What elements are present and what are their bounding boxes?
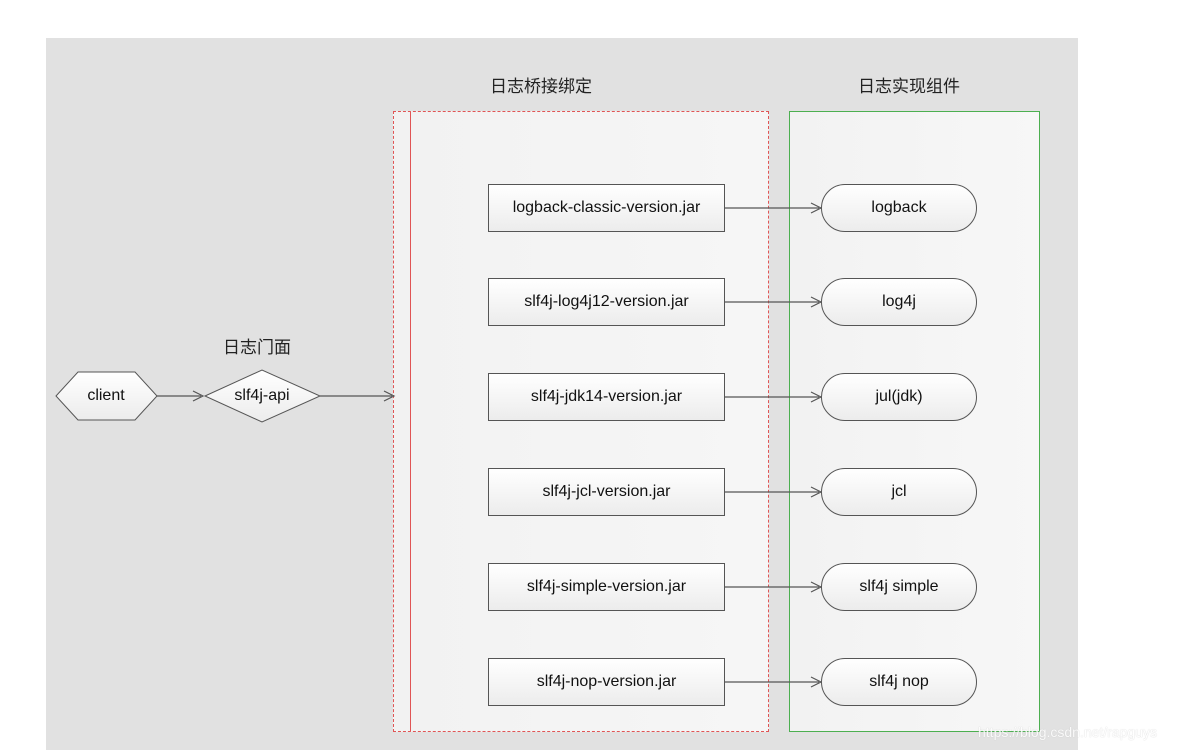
bridge-jar: logback-classic-version.jar	[488, 184, 725, 232]
api-node: slf4j-api	[234, 387, 290, 404]
bridge-jar: slf4j-log4j12-version.jar	[488, 278, 725, 326]
heading-facade: 日志门面	[223, 338, 291, 357]
client-node: client	[87, 387, 125, 404]
arrow-bridge-to-impl	[725, 581, 823, 593]
arrow-bridge-to-impl	[725, 391, 823, 403]
bridge-jar: slf4j-simple-version.jar	[488, 563, 725, 611]
impl-node: slf4j nop	[821, 658, 977, 706]
arrow-bridge-to-impl	[725, 676, 823, 688]
arrow-bridge-to-impl	[725, 202, 823, 214]
impl-node: jcl	[821, 468, 977, 516]
arrow-bridge-to-impl	[725, 296, 823, 308]
bridge-jar: slf4j-nop-version.jar	[488, 658, 725, 706]
bridge-panel-divider	[410, 112, 411, 731]
arrow-bridge-to-impl	[725, 486, 823, 498]
bridge-jar: slf4j-jcl-version.jar	[488, 468, 725, 516]
impl-node: log4j	[821, 278, 977, 326]
impl-node: logback	[821, 184, 977, 232]
bridge-jar: slf4j-jdk14-version.jar	[488, 373, 725, 421]
heading-impl: 日志实现组件	[858, 77, 960, 96]
arrow-api-to-bridge	[320, 390, 396, 402]
impl-node: slf4j simple	[821, 563, 977, 611]
heading-bridge: 日志桥接绑定	[490, 77, 592, 96]
arrow-client-to-api	[157, 390, 205, 402]
watermark: https://blog.csdn.net/rapguys	[978, 724, 1157, 740]
impl-node: jul(jdk)	[821, 373, 977, 421]
